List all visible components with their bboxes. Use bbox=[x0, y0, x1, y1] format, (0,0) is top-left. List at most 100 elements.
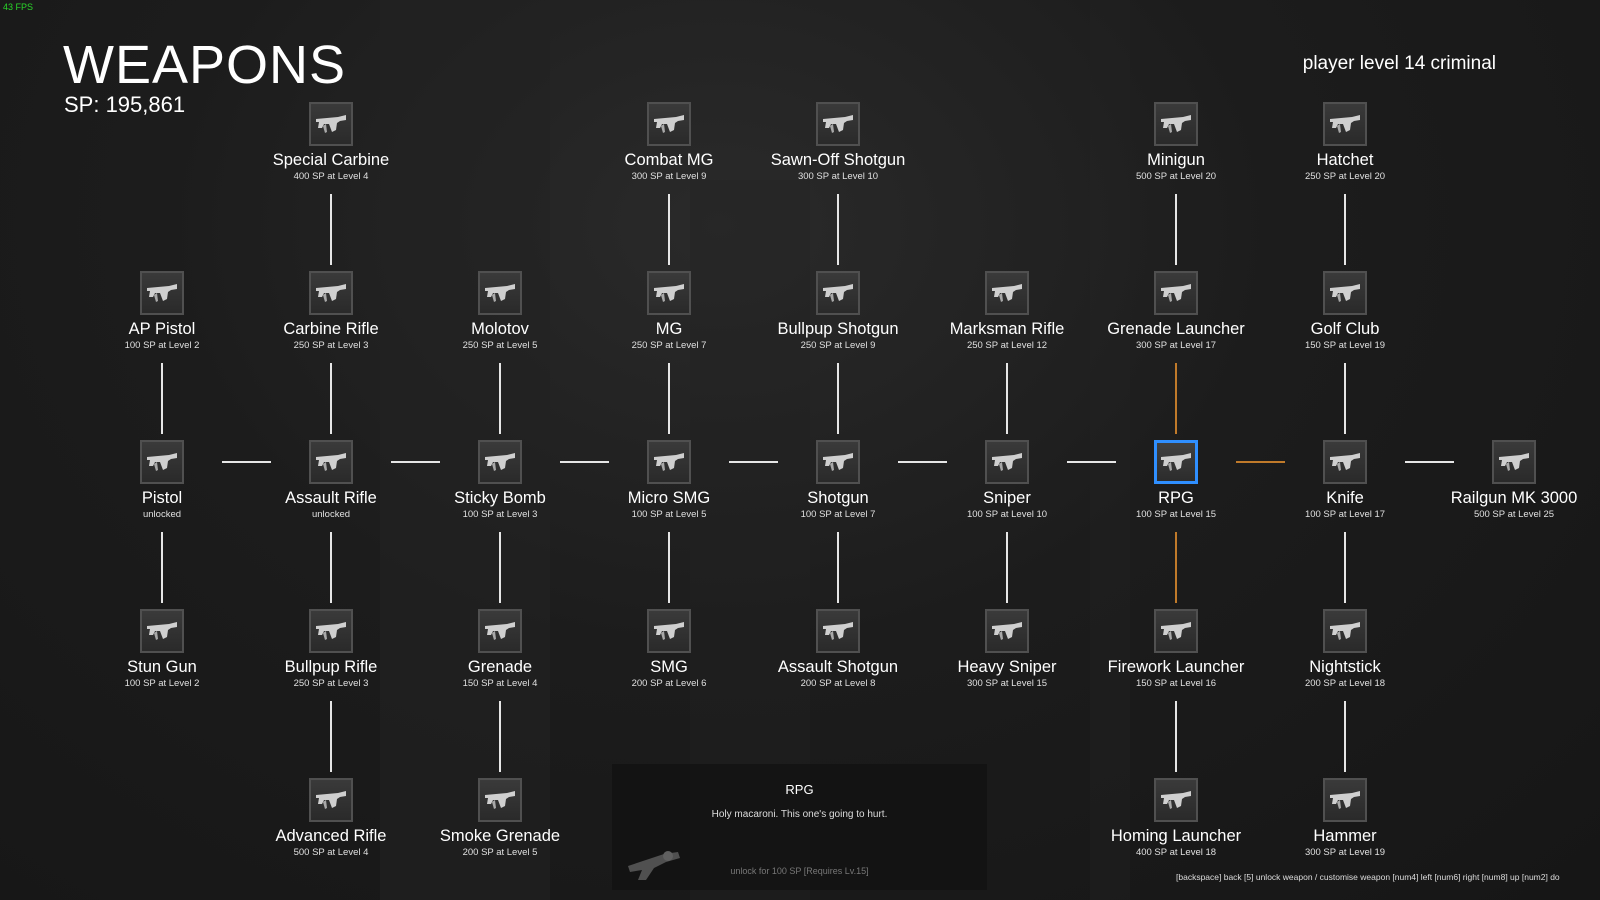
weapon-name: Special Carbine bbox=[272, 151, 390, 169]
weapon-node-grenade[interactable]: Grenade 150 SP at Level 4 bbox=[415, 609, 585, 689]
info-weapon-description: Holy macaroni. This one's going to hurt. bbox=[711, 809, 888, 820]
weapon-cost: 400 SP at Level 18 bbox=[1135, 847, 1217, 858]
weapon-cost: 300 SP at Level 10 bbox=[797, 171, 879, 182]
weapon-name: Marksman Rifle bbox=[949, 320, 1065, 338]
gun-icon bbox=[816, 609, 860, 653]
weapon-node-firework-launcher[interactable]: Firework Launcher 150 SP at Level 16 bbox=[1091, 609, 1261, 689]
weapon-cost: 300 SP at Level 15 bbox=[966, 678, 1048, 689]
weapon-name: Firework Launcher bbox=[1107, 658, 1245, 676]
weapon-cost: 150 SP at Level 16 bbox=[1135, 678, 1217, 689]
weapon-cost: 100 SP at Level 5 bbox=[631, 509, 707, 520]
page-title: WEAPONS bbox=[63, 35, 347, 95]
weapon-node-special-carbine[interactable]: Special Carbine 400 SP at Level 4 bbox=[246, 102, 416, 182]
gun-icon bbox=[478, 271, 522, 315]
fps-counter: 43 FPS bbox=[3, 2, 34, 12]
weapon-cost: 500 SP at Level 4 bbox=[293, 847, 369, 858]
weapon-cost: 200 SP at Level 8 bbox=[800, 678, 876, 689]
gun-icon bbox=[1323, 440, 1367, 484]
weapon-name: Assault Rifle bbox=[285, 489, 377, 507]
weapon-name: Stun Gun bbox=[127, 658, 197, 676]
gun-icon bbox=[309, 271, 353, 315]
weapon-node-advanced-rifle[interactable]: Advanced Rifle 500 SP at Level 4 bbox=[246, 778, 416, 858]
background-pole bbox=[1090, 0, 1130, 900]
player-level-label: player level 14 criminal bbox=[1302, 53, 1496, 74]
weapon-node-carbine-rifle[interactable]: Carbine Rifle 250 SP at Level 3 bbox=[246, 271, 416, 351]
gun-icon bbox=[309, 778, 353, 822]
gun-icon bbox=[140, 271, 184, 315]
weapon-name: Grenade bbox=[467, 658, 533, 676]
gun-icon bbox=[140, 440, 184, 484]
weapon-info-panel: RPG Holy macaroni. This one's going to h… bbox=[612, 764, 987, 890]
weapon-cost: 200 SP at Level 5 bbox=[462, 847, 538, 858]
gun-icon bbox=[140, 609, 184, 653]
weapon-node-hammer[interactable]: Hammer 300 SP at Level 19 bbox=[1260, 778, 1430, 858]
weapon-name: Sticky Bomb bbox=[454, 489, 546, 507]
gun-icon bbox=[1492, 440, 1536, 484]
weapon-cost: 200 SP at Level 18 bbox=[1304, 678, 1386, 689]
weapon-node-stun-gun[interactable]: Stun Gun 100 SP at Level 2 bbox=[77, 609, 247, 689]
gun-icon bbox=[647, 440, 691, 484]
weapon-cost: 200 SP at Level 6 bbox=[631, 678, 707, 689]
weapon-name: Carbine Rifle bbox=[283, 320, 379, 338]
weapon-cost: 100 SP at Level 2 bbox=[124, 678, 200, 689]
weapon-cost: 100 SP at Level 2 bbox=[124, 340, 200, 351]
weapon-cost: 300 SP at Level 17 bbox=[1135, 340, 1217, 351]
weapon-name: Advanced Rifle bbox=[275, 827, 387, 845]
weapon-node-marksman-rifle[interactable]: Marksman Rifle 250 SP at Level 12 bbox=[922, 271, 1092, 351]
weapon-cost: 100 SP at Level 15 bbox=[1135, 509, 1217, 520]
gun-icon bbox=[1154, 609, 1198, 653]
gun-icon bbox=[478, 778, 522, 822]
weapon-cost: 300 SP at Level 19 bbox=[1304, 847, 1386, 858]
gun-icon bbox=[1323, 271, 1367, 315]
skill-points-balance: SP: 195,861 bbox=[64, 92, 186, 117]
gun-icon bbox=[816, 271, 860, 315]
weapon-cost: 150 SP at Level 4 bbox=[462, 678, 538, 689]
controls-hint: [backspace] back [5] unlock weapon / cus… bbox=[1176, 872, 1560, 882]
weapon-cost: 300 SP at Level 9 bbox=[631, 171, 707, 182]
info-weapon-title: RPG bbox=[785, 782, 814, 797]
weapon-cost: 250 SP at Level 7 bbox=[631, 340, 707, 351]
gun-icon bbox=[1154, 102, 1198, 146]
gun-icon bbox=[309, 440, 353, 484]
gun-icon bbox=[1323, 778, 1367, 822]
gun-icon bbox=[1154, 440, 1198, 484]
weapon-name: Homing Launcher bbox=[1110, 827, 1242, 845]
weapon-cost: 250 SP at Level 12 bbox=[966, 340, 1048, 351]
gun-icon bbox=[1323, 609, 1367, 653]
info-unlock-requirement: unlock for 100 SP [Requires Lv.15] bbox=[730, 866, 869, 876]
rpg-silhouette-icon bbox=[628, 851, 680, 880]
gun-icon bbox=[985, 440, 1029, 484]
weapon-name: Hammer bbox=[1313, 827, 1377, 845]
weapon-cost: 250 SP at Level 5 bbox=[462, 340, 538, 351]
gun-icon bbox=[1323, 102, 1367, 146]
weapon-cost: 250 SP at Level 3 bbox=[293, 340, 369, 351]
weapon-node-homing-launcher[interactable]: Homing Launcher 400 SP at Level 18 bbox=[1091, 778, 1261, 858]
weapon-cost: 400 SP at Level 4 bbox=[293, 171, 369, 182]
gun-icon bbox=[816, 102, 860, 146]
